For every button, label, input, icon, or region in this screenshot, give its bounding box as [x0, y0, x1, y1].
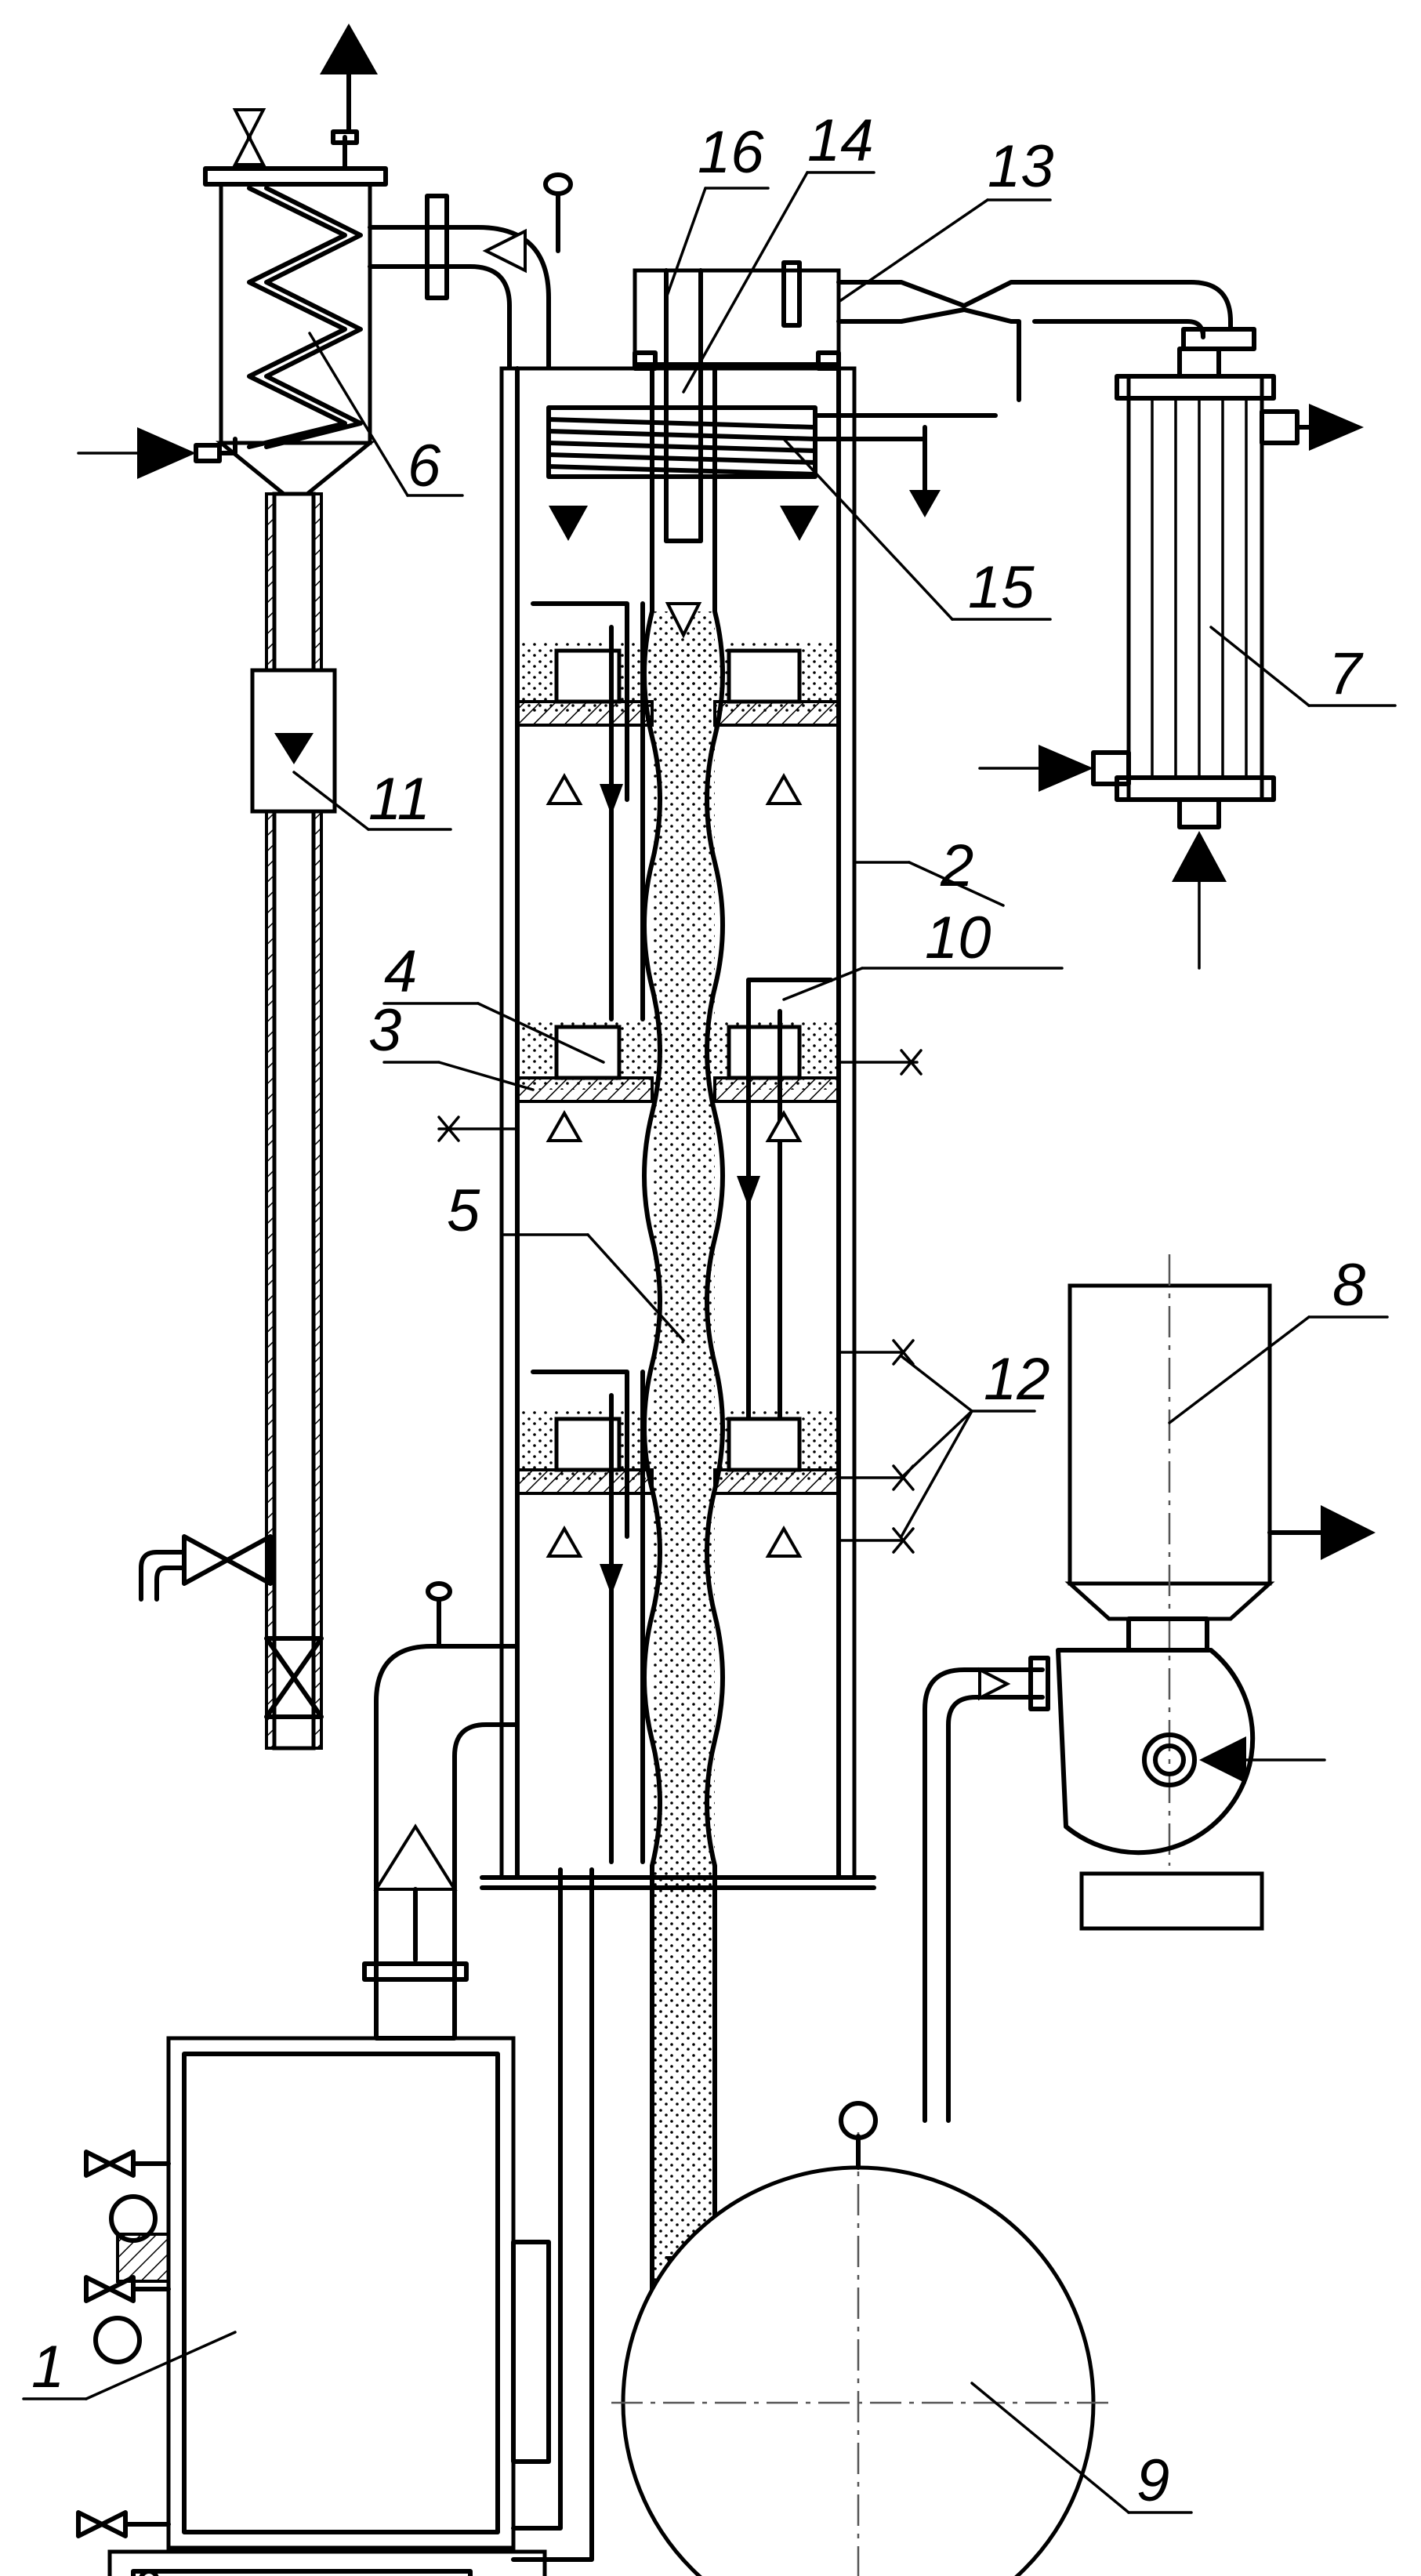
- label-3: 3: [368, 997, 401, 1064]
- label-11: 11: [368, 766, 430, 833]
- vapor-line-to-dephlegmator: [368, 172, 573, 371]
- coolant-inlet-arrow: [137, 427, 196, 479]
- tray-1: [516, 601, 840, 1021]
- pump-suction-line: [923, 1656, 1050, 2123]
- dephlegmator-vent-arrow: [320, 24, 378, 74]
- label-14: 14: [807, 107, 874, 174]
- pump-exhaust-arrow: [1321, 1505, 1376, 1560]
- vacuum-pump: 8: [1056, 1252, 1389, 1931]
- distillate-pipe: 11: [139, 492, 452, 1751]
- label-9: 9: [1136, 2447, 1169, 2514]
- vapor-outlet-line: 13: [781, 133, 1256, 402]
- label-10: 10: [925, 905, 991, 971]
- tray-2: 10 4 3: [368, 905, 1064, 1453]
- column-flow-arrow: [549, 506, 588, 541]
- tray-3: [516, 1370, 840, 1864]
- label-2: 2: [940, 833, 973, 899]
- sampling-ports: 12: [837, 1339, 1050, 1554]
- label-4: 4: [384, 938, 417, 1005]
- boiler: 1: [22, 1581, 594, 2576]
- central-tube: 5: [447, 366, 725, 2438]
- sight-glass-flow-arrow: [274, 733, 314, 764]
- dephlegmator: 6: [77, 24, 464, 499]
- condenser-water-outlet-arrow: [1309, 404, 1364, 451]
- label-12: 12: [984, 1346, 1050, 1413]
- label-1: 1: [31, 2334, 64, 2400]
- receiver: 9: [611, 2101, 1193, 2576]
- condenser: 7: [978, 346, 1397, 970]
- label-7: 7: [1329, 640, 1364, 707]
- label-8: 8: [1332, 1252, 1365, 1319]
- label-13: 13: [988, 133, 1054, 200]
- label-5: 5: [447, 1177, 480, 1244]
- cooling-coil: 15: [546, 405, 1052, 621]
- label-15: 15: [968, 554, 1035, 621]
- condenser-water-inlet-arrow: [1039, 745, 1093, 792]
- label-6: 6: [408, 433, 441, 499]
- condenser-bottom-inlet-arrow: [1172, 831, 1227, 882]
- pump-inlet-arrow: [1199, 1736, 1246, 1783]
- top-header: 16 14: [633, 107, 875, 394]
- label-16: 16: [698, 119, 764, 186]
